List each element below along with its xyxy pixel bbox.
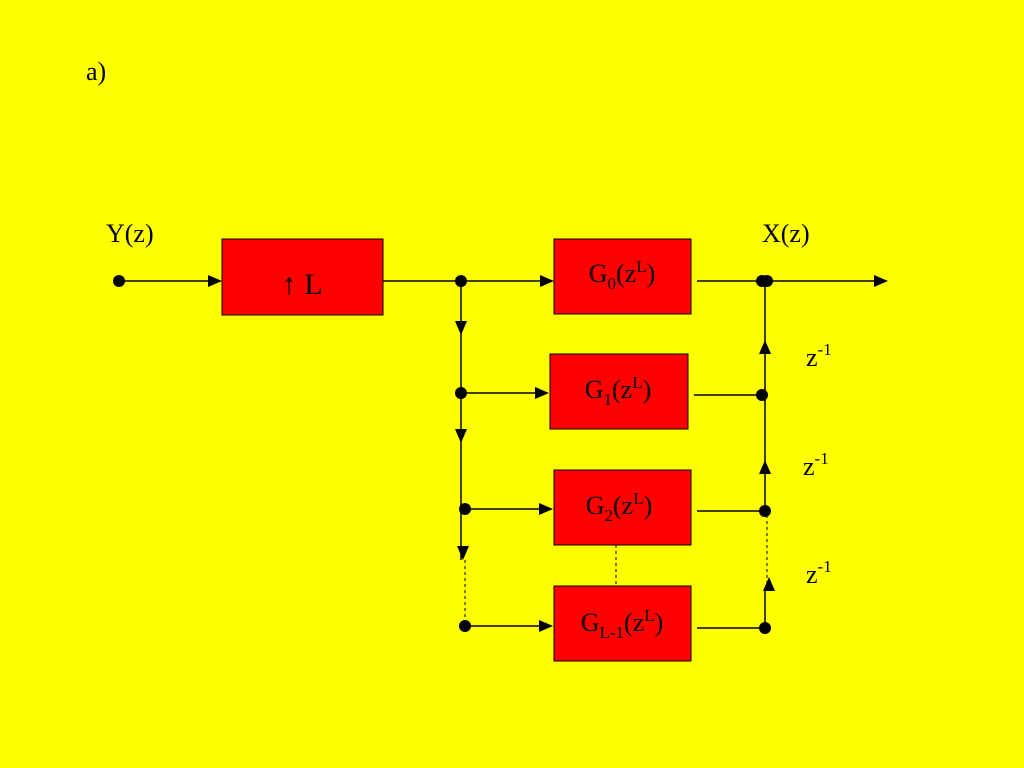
split-arrow-down-3 — [457, 546, 469, 560]
upsample-factor: L — [304, 268, 322, 301]
upsampler-block: ↑L — [221, 238, 384, 316]
split-arrow-down-1 — [455, 321, 467, 335]
filter-block-glast: GL-1(zL) — [553, 585, 692, 662]
delay-label-1: z-1 — [806, 340, 832, 372]
delay-1-base: z — [806, 343, 818, 372]
filter-g0-sub: 0 — [608, 274, 617, 293]
filter-g2-arg: (z — [613, 491, 633, 520]
input-label: Y(z) — [106, 219, 154, 248]
branch-0-arrowhead — [540, 275, 554, 287]
delay-arrow-up-1 — [759, 340, 771, 354]
upsample-arrow: ↑ — [281, 268, 296, 301]
output-label: X(z) — [762, 219, 810, 248]
branch-2-arrowhead — [539, 503, 553, 515]
filter-block-g2: G2(zL) — [553, 469, 692, 546]
filter-g0-sup: L — [636, 257, 646, 276]
delay-1-sup: -1 — [818, 340, 832, 359]
input-arrowhead — [208, 275, 222, 287]
filter-g2-base: G — [586, 491, 605, 520]
sum-node-last — [759, 622, 771, 634]
delay-arrow-up-3 — [763, 577, 775, 591]
filter-block-g1: G1(zL) — [549, 353, 689, 430]
filter-block-g0: G0(zL) — [553, 238, 692, 315]
delay-label-2: z-1 — [803, 449, 829, 481]
filter-glast-sub: L-1 — [599, 623, 624, 642]
branch-last-arrowhead — [539, 620, 553, 632]
delay-2-sup: -1 — [815, 449, 829, 468]
delay-3-sup: -1 — [818, 557, 832, 576]
filter-g0-base: G — [589, 259, 608, 288]
filter-glast-sup: L — [644, 606, 654, 625]
svg-text:G0(zL): G0(zL) — [589, 257, 656, 293]
filter-g0-close: ) — [647, 259, 656, 288]
svg-text:G2(zL): G2(zL) — [586, 489, 653, 525]
filter-glast-close: ) — [655, 608, 664, 637]
filter-g0-arg: (z — [616, 259, 636, 288]
svg-text:GL-1(zL): GL-1(zL) — [581, 606, 664, 642]
split-arrow-down-2 — [455, 429, 467, 443]
svg-text:G1(zL): G1(zL) — [585, 373, 652, 409]
branch-1-arrowhead — [535, 387, 549, 399]
filter-glast-arg: (z — [624, 608, 644, 637]
sum-node-2 — [759, 505, 771, 517]
svg-text:↑L: ↑L — [281, 268, 322, 301]
filter-g2-sup: L — [633, 489, 643, 508]
filter-glast-base: G — [581, 608, 600, 637]
filter-g2-sub: 2 — [605, 506, 614, 525]
filter-g1-close: ) — [643, 375, 652, 404]
output-arrowhead — [874, 275, 888, 287]
filter-g1-arg: (z — [612, 375, 632, 404]
figure-label: a) — [86, 57, 106, 86]
filter-g1-base: G — [585, 375, 604, 404]
filter-g1-sup: L — [632, 373, 642, 392]
delay-label-3: z-1 — [806, 557, 832, 589]
delay-arrow-up-2 — [759, 460, 771, 474]
filter-g1-sub: 1 — [604, 390, 613, 409]
delay-2-base: z — [803, 452, 815, 481]
delay-3-base: z — [806, 560, 818, 589]
filter-g2-close: ) — [644, 491, 653, 520]
sum-node-1 — [756, 389, 768, 401]
